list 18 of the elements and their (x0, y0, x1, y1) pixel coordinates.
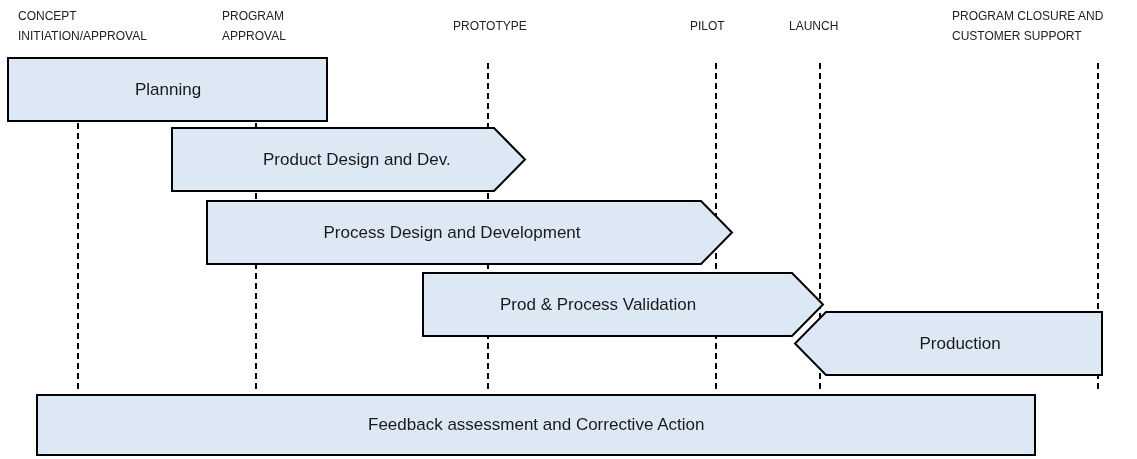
milestone-label: PILOT (690, 18, 726, 35)
phase-label: Production (919, 333, 1001, 354)
phase-arrow-shape (207, 201, 732, 264)
phase-box (37, 395, 1035, 455)
phase-arrow-shape (423, 273, 823, 336)
phase-label: Product Design and Dev. (263, 149, 451, 170)
milestone-label: LAUNCH (789, 18, 840, 35)
phase-label: Feedback assessment and Corrective Action (368, 415, 705, 435)
phase-arrow-shape (795, 312, 1102, 375)
phase-box (8, 58, 327, 121)
phase-label: Process Design and Development (323, 222, 581, 243)
phase-label: Prod & Process Validation (500, 294, 697, 315)
milestone-label: PROTOTYPE (453, 18, 528, 35)
milestone-label: CONCEPT INITIATION/APPROVAL (18, 8, 148, 45)
phase-label: Planning (135, 79, 202, 100)
milestone-label: PROGRAM APPROVAL (222, 8, 287, 45)
phase-arrow-shape (172, 128, 525, 191)
milestone-label: PROGRAM CLOSURE AND CUSTOMER SUPPORT (952, 8, 1105, 45)
